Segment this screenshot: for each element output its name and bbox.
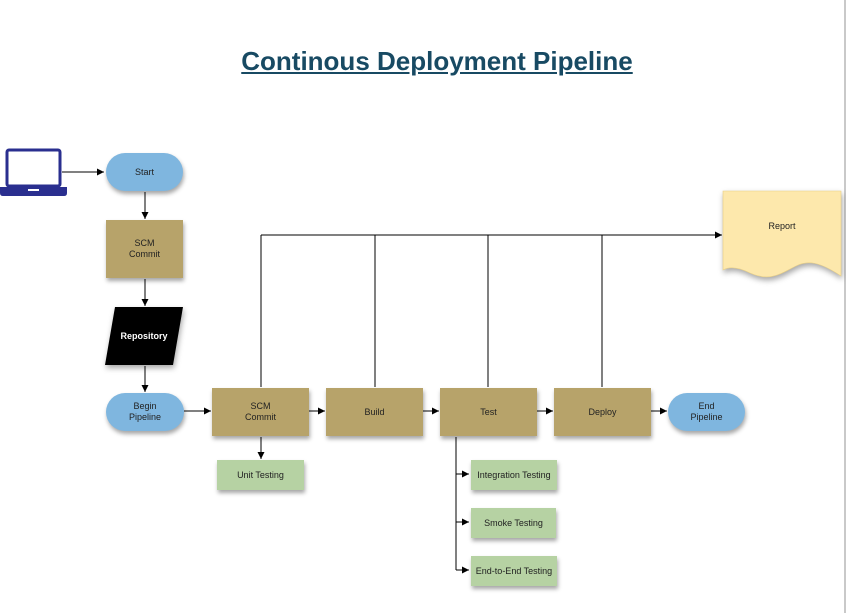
integration-testing-node: Integration Testing [471,460,557,490]
build-node: Build [326,388,423,436]
repository-shape [105,307,183,365]
smoke-testing-node: Smoke Testing [471,508,556,538]
test-node: Test [440,388,537,436]
scm-commit-top-node: SCM Commit [106,220,183,278]
end-pipeline-node: End Pipeline [668,393,745,431]
start-node: Start [106,153,183,191]
unit-testing-node: Unit Testing [217,460,304,490]
laptop-icon [0,148,67,196]
begin-pipeline-node: Begin Pipeline [106,393,184,431]
repository-label: Repository [120,330,168,341]
canvas-border [844,0,846,613]
deploy-node: Deploy [554,388,651,436]
end-to-end-testing-node: End-to-End Testing [471,556,557,586]
report-shape [722,190,842,278]
scm-commit-node: SCM Commit [212,388,309,436]
report-label: Report [768,220,796,231]
diagram-title: Continous Deployment Pipeline [241,46,633,76]
